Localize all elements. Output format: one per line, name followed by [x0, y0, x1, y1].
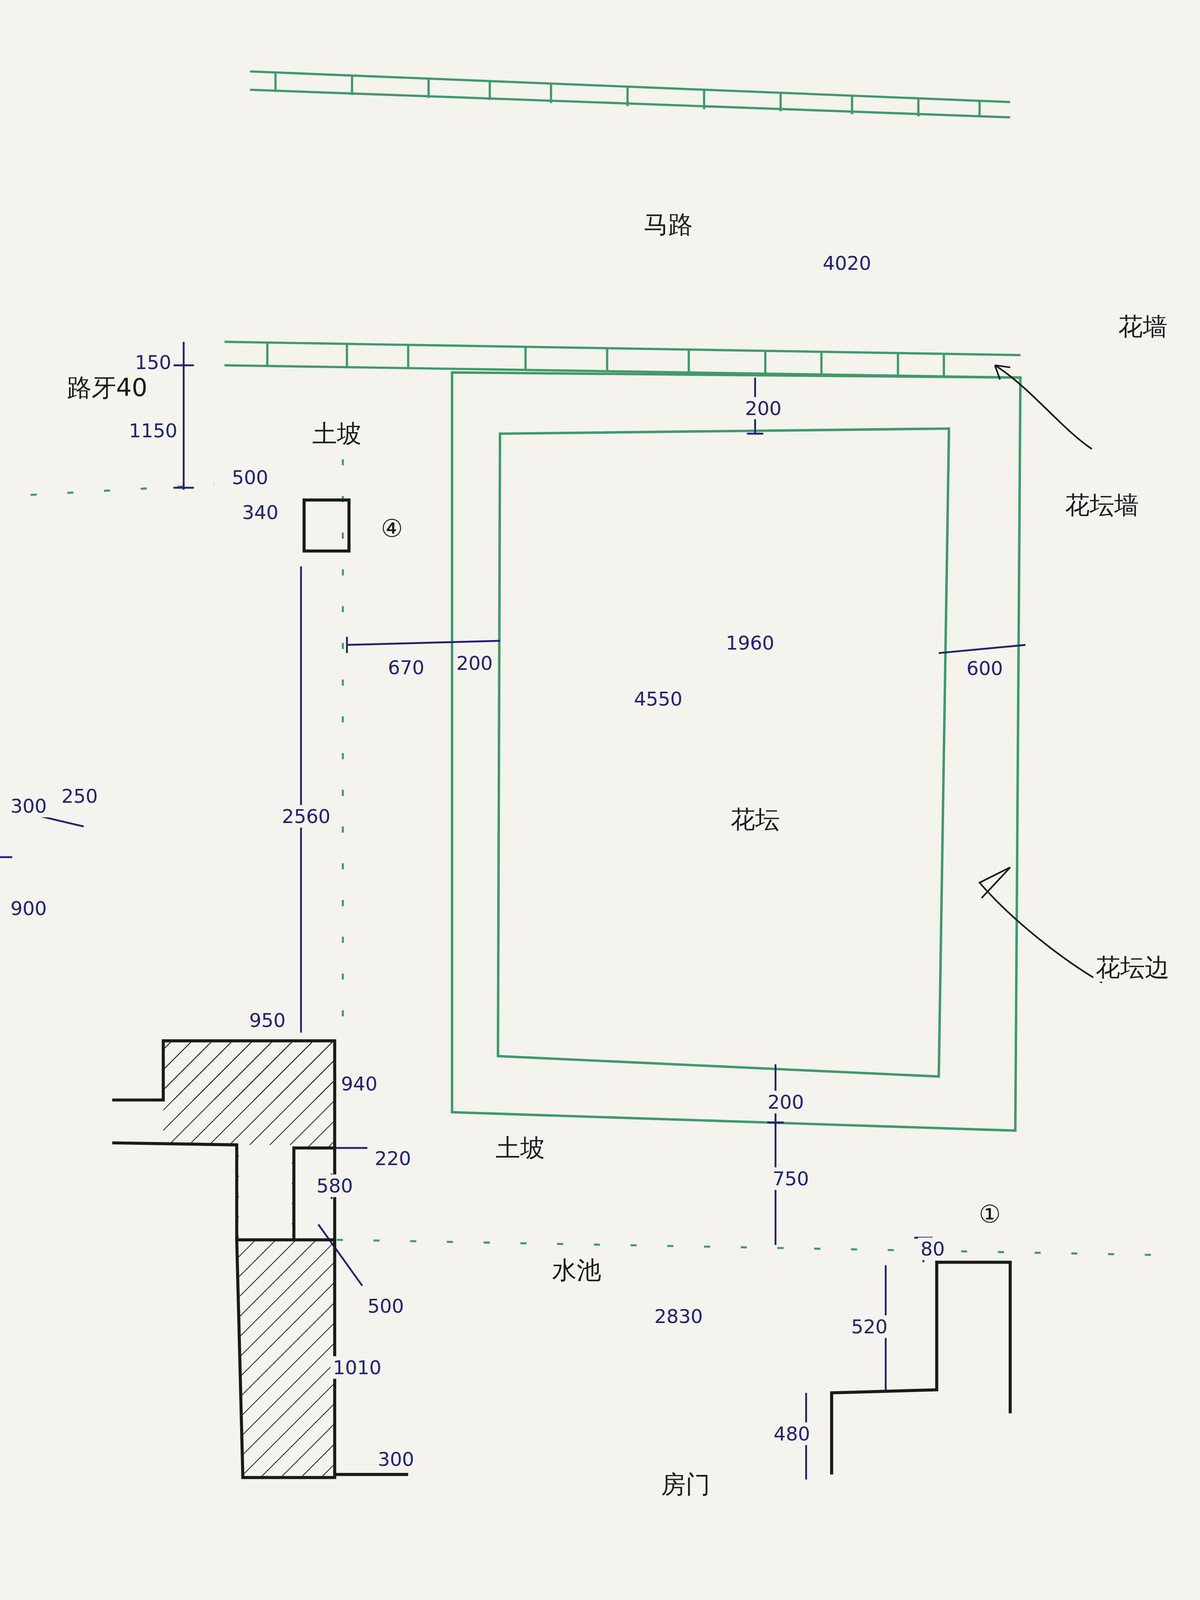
building-wall [112, 1040, 1011, 1478]
dimension-label: 900 [7, 896, 50, 920]
wall-hatch [236, 1239, 335, 1478]
dimension-label: 2560 [279, 805, 333, 828]
area-name: 花坛 [728, 805, 783, 834]
dimension-label: 520 [848, 1315, 891, 1338]
pillar [303, 500, 349, 552]
dimension-lines [0, 341, 1026, 1480]
dimension-label: 220 [372, 1146, 414, 1170]
note-label: 土坡 [309, 419, 364, 449]
dimension-label: 940 [338, 1072, 380, 1095]
dimension-label: 500 [229, 466, 271, 489]
planter-outer [451, 372, 1021, 1131]
dimension-label: 2830 [651, 1305, 706, 1328]
dimension-label: 1010 [330, 1355, 384, 1379]
dimension-label: 480 [771, 1422, 813, 1445]
dimension-label: 300 [7, 794, 50, 818]
dimension-label: 80 [918, 1237, 948, 1261]
dimension-label: 200 [742, 396, 785, 420]
dimension-label: 580 [314, 1174, 356, 1198]
wall-hatch [163, 1040, 335, 1100]
dimension-label: 150 [132, 350, 174, 374]
dimension-label: 950 [246, 1009, 289, 1032]
dimension-label: 500 [365, 1294, 407, 1318]
dimension-label: 1150 [126, 419, 180, 443]
note-label: 马路 [641, 210, 696, 239]
dimension-label: 200 [453, 651, 496, 675]
dimension-label: 200 [765, 1090, 807, 1114]
planter-inner [498, 428, 950, 1077]
dimension-label: 750 [770, 1167, 812, 1191]
fence [250, 71, 1011, 118]
opening [238, 1144, 293, 1239]
note-label: 路牙40 [64, 373, 150, 402]
dimension-label: 250 [59, 784, 101, 808]
fence [224, 341, 1021, 378]
note-label: ① [976, 1200, 1004, 1229]
wall-hatch [163, 1040, 335, 1240]
note-label: 花坛墙 [1062, 490, 1142, 520]
note-label: 房门 [658, 1470, 713, 1499]
note-label: 花坛边 [1093, 953, 1172, 982]
dimension-label: 4020 [820, 251, 874, 275]
note-label: 花墙 [1115, 312, 1170, 341]
dotted-line [30, 459, 1164, 1256]
note-label: 水池 [549, 1255, 604, 1285]
dimension-label: 300 [375, 1448, 417, 1471]
note-label: ④ [378, 514, 406, 543]
dimension-label: 670 [385, 655, 427, 679]
note-label: 土坡 [493, 1133, 548, 1163]
dimension-label: 1960 [723, 631, 777, 655]
dimension-label: 4550 [631, 687, 685, 711]
dimension-label: 340 [239, 500, 281, 524]
planter-box: 花坛 [500, 431, 947, 1070]
dimension-label: 600 [964, 657, 1006, 680]
